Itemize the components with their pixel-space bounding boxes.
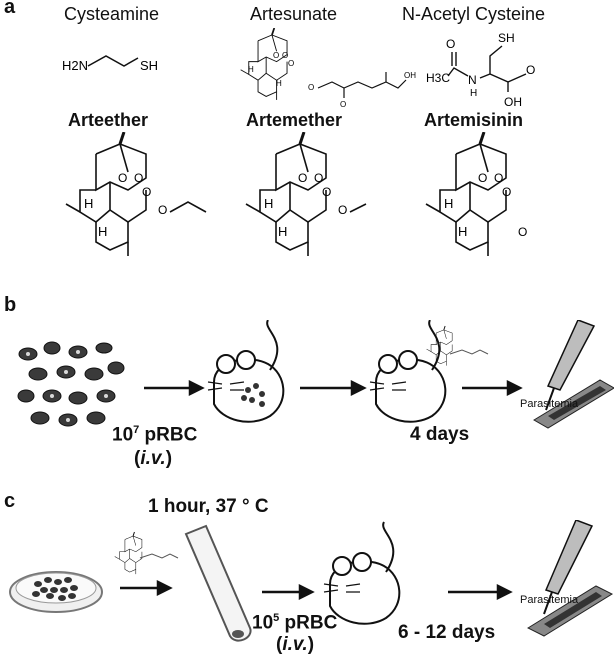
svg-text:H: H bbox=[84, 196, 93, 211]
pipette-icon-c bbox=[543, 520, 594, 615]
slide-icon bbox=[533, 379, 614, 429]
parasitemia-label-c: Parasitemia bbox=[520, 594, 579, 606]
cysteamine-structure: H2N SH bbox=[62, 55, 158, 73]
svg-text:O: O bbox=[273, 51, 279, 60]
mouse-icon-c bbox=[323, 521, 401, 625]
svg-text:O: O bbox=[308, 83, 314, 92]
duration-label-c: 6 - 12 days bbox=[398, 622, 496, 643]
compound-name-arteether: Arteether bbox=[68, 110, 149, 130]
compound-name-cysteamine: Cysteamine bbox=[64, 4, 160, 24]
duration-label-b: 4 days bbox=[410, 424, 470, 445]
svg-text:O: O bbox=[322, 185, 331, 199]
svg-text:H: H bbox=[98, 224, 107, 239]
panel-label-b: b bbox=[4, 294, 17, 316]
svg-text:SH: SH bbox=[498, 31, 515, 45]
svg-text:O: O bbox=[134, 171, 143, 185]
mouse-icon bbox=[369, 320, 447, 423]
mouse-infected-icon bbox=[207, 320, 285, 423]
svg-text:O: O bbox=[502, 185, 511, 199]
svg-text:N: N bbox=[468, 73, 477, 87]
route-label-c: (i.v.) bbox=[276, 634, 315, 655]
svg-text:H: H bbox=[458, 224, 467, 239]
svg-text:H: H bbox=[444, 196, 453, 211]
arteether-structure: O O H H O O bbox=[64, 132, 207, 258]
svg-text:O: O bbox=[282, 51, 288, 60]
compound-name-artemether: Artemether bbox=[246, 110, 343, 130]
panel-b-workflow bbox=[144, 320, 614, 429]
test-tube-icon bbox=[184, 524, 252, 642]
panel-label-c: c bbox=[4, 490, 16, 512]
svg-text:O: O bbox=[298, 171, 307, 185]
svg-text:O: O bbox=[494, 171, 503, 185]
petri-dish-icon bbox=[9, 571, 103, 613]
svg-text:H: H bbox=[278, 224, 287, 239]
artemisinin-structure: O O H H O O bbox=[424, 132, 527, 258]
svg-text:O: O bbox=[314, 171, 323, 185]
infected-rbc-cluster bbox=[17, 341, 125, 427]
svg-text:O: O bbox=[158, 203, 167, 217]
cysteamine-atom-sh: SH bbox=[140, 58, 158, 73]
artemether-structure: O O H H O O bbox=[244, 132, 367, 258]
svg-text:H: H bbox=[248, 65, 254, 74]
dose-label-b: 107 pRBC bbox=[112, 424, 198, 446]
compound-name-n-acetyl-cysteine: N-Acetyl Cysteine bbox=[402, 4, 546, 24]
pipette-icon bbox=[545, 320, 596, 411]
svg-text:O: O bbox=[340, 100, 346, 108]
svg-text:H: H bbox=[470, 88, 477, 99]
cysteamine-atom-h2n: H2N bbox=[62, 58, 88, 73]
svg-text:O: O bbox=[142, 185, 151, 199]
panel-c-workflow bbox=[9, 520, 614, 642]
svg-text:O: O bbox=[478, 171, 487, 185]
dose-label-c: 105 pRBC bbox=[252, 612, 338, 634]
compound-name-artesunate: Artesunate bbox=[250, 4, 338, 24]
artesunate-structure: O O H H O O O OH bbox=[239, 28, 416, 108]
svg-text:H3C: H3C bbox=[426, 71, 450, 85]
incubation-label: 1 hour, 37 ° C bbox=[148, 496, 269, 517]
svg-text:O: O bbox=[526, 63, 535, 77]
svg-text:O: O bbox=[518, 225, 527, 239]
compound-name-artemisinin: Artemisinin bbox=[424, 110, 524, 130]
svg-text:OH: OH bbox=[404, 71, 416, 80]
slide-icon-c bbox=[526, 585, 614, 637]
svg-text:O: O bbox=[338, 203, 347, 217]
svg-text:O: O bbox=[446, 37, 455, 51]
svg-text:H: H bbox=[264, 196, 273, 211]
parasitemia-label-b: Parasitemia bbox=[520, 398, 579, 410]
svg-text:O: O bbox=[118, 171, 127, 185]
svg-text:O: O bbox=[288, 59, 294, 68]
panel-label-a: a bbox=[4, 0, 16, 18]
route-label-b: (i.v.) bbox=[134, 448, 173, 469]
n-acetyl-cysteine-structure: SH O H3C N H O OH bbox=[426, 31, 535, 109]
svg-text:H: H bbox=[276, 79, 282, 88]
svg-text:OH: OH bbox=[504, 95, 522, 109]
